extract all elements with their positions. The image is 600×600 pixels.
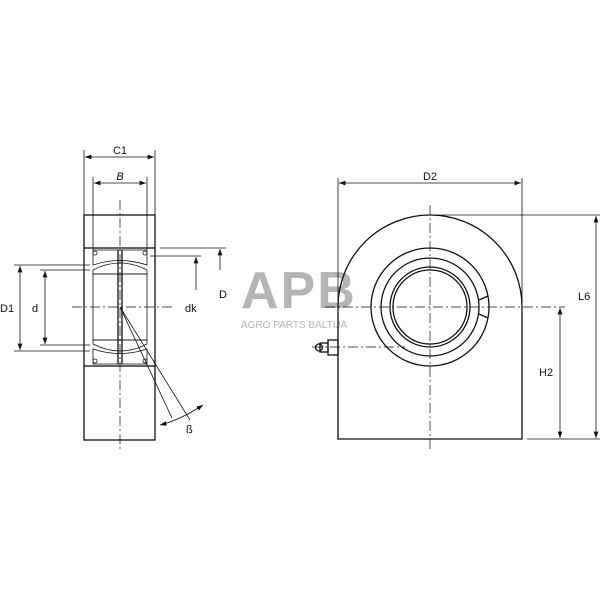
label-D: D: [219, 289, 227, 301]
svg-text:APB: APB: [241, 262, 357, 320]
label-d: d: [32, 303, 38, 315]
watermark-logo: APB AGRO PARTS BALTIJA: [241, 262, 357, 331]
housing-top-section: [83, 214, 156, 249]
housing-outline: [337, 214, 523, 440]
label-l6: L6: [578, 291, 590, 303]
outer-ring-top: [92, 249, 148, 266]
section-view: C1 B D1 d dk D ß: [0, 145, 227, 450]
inner-ring-top: [92, 262, 148, 275]
inner-ring-bottom: [92, 339, 148, 352]
label-h2: H2: [539, 367, 553, 379]
label-b: B: [116, 171, 123, 183]
grease-nipple-icon: [314, 339, 339, 356]
front-view: D2 L6 H2: [312, 171, 600, 450]
label-c1: C1: [113, 145, 127, 157]
watermark-tagline: AGRO PARTS BALTIJA: [241, 320, 347, 331]
label-d1: D1: [0, 303, 14, 315]
label-beta: ß: [186, 424, 193, 436]
label-d2: D2: [423, 171, 437, 183]
label-dk: dk: [185, 303, 197, 315]
housing-bottom-section: [83, 365, 156, 441]
outer-ring-bottom: [92, 348, 148, 365]
